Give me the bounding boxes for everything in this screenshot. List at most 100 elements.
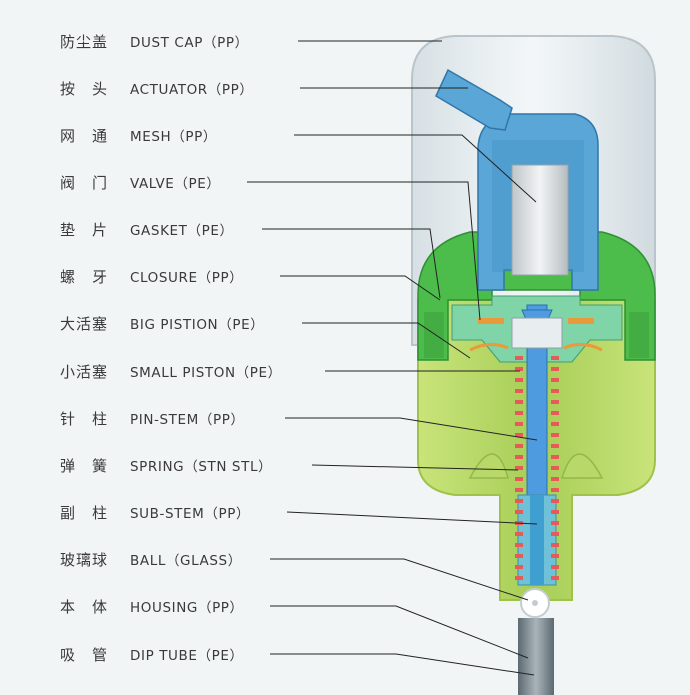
label-cn: 弹 簧: [60, 456, 109, 475]
label-cn: 副 柱: [60, 503, 109, 522]
spring-coil: [515, 488, 523, 492]
leader-dip-tube: [270, 653, 535, 676]
label-en: PIN-STEM（PP）: [130, 412, 245, 428]
leader-sub-stem: [286, 511, 538, 525]
spring-coil: [515, 444, 523, 448]
spring-coil: [551, 499, 559, 503]
label-en: GASKET（PE）: [130, 223, 234, 239]
label-en: VALVE（PE）: [130, 176, 221, 192]
label-en: ACTUATOR（PP）: [130, 82, 254, 98]
spring-coil: [551, 400, 559, 404]
label-cn: 针 柱: [60, 409, 109, 428]
spring-coil: [515, 367, 523, 371]
leader-ball: [270, 558, 529, 601]
label-cn: 小活塞: [60, 362, 109, 381]
spring-coil: [551, 455, 559, 459]
spring-coil: [515, 411, 523, 415]
label-en: CLOSURE（PP）: [130, 270, 244, 286]
ball-center: [532, 600, 538, 606]
spring-coil: [515, 389, 523, 393]
spring-coil: [515, 356, 523, 360]
spring-coil: [515, 466, 523, 470]
leader-spring: [311, 464, 519, 471]
spring-coil: [515, 576, 523, 580]
label-pin-stem: 针 柱 PIN-STEM（PP）: [60, 407, 245, 429]
label-closure: 螺 牙 CLOSURE（PP）: [60, 265, 243, 287]
label-en: DUST CAP（PP）: [130, 35, 249, 51]
spring-coil: [551, 543, 559, 547]
label-valve: 阀 门 VALVE（PE）: [60, 171, 220, 193]
spring-coil: [551, 466, 559, 470]
leader-pin-stem: [285, 417, 538, 441]
spring-coil: [515, 433, 523, 437]
spring-coil: [515, 554, 523, 558]
label-sub-stem: 副 柱 SUB-STEM（PP）: [60, 501, 250, 523]
label-en: MESH（PP）: [130, 129, 217, 145]
label-dip-tube: 吸 管 DIP TUBE（PE）: [60, 643, 244, 665]
spring-coil: [551, 477, 559, 481]
label-en: SUB-STEM（PP）: [130, 506, 251, 522]
label-en: DIP TUBE（PE）: [130, 648, 244, 664]
spring-coil: [515, 543, 523, 547]
housing-lobe-right: [560, 453, 604, 479]
spring-coil: [515, 422, 523, 426]
label-cn: 吸 管: [60, 645, 109, 664]
label-ball: 玻璃球 BALL（GLASS）: [60, 548, 242, 570]
label-actuator: 按 头 ACTUATOR（PP）: [60, 77, 253, 99]
leader-closure: [280, 275, 441, 301]
leader-housing: [270, 605, 529, 659]
gasket-left: [478, 318, 504, 324]
leader-big-piston: [302, 322, 471, 359]
spring-coil: [515, 378, 523, 382]
spring-coil: [551, 389, 559, 393]
housing-lobe-left: [468, 453, 509, 479]
spring-coil: [551, 576, 559, 580]
label-cn: 阀 门: [60, 173, 109, 192]
label-small-piston: 小活塞 SMALL PISTON（PE）: [60, 360, 282, 382]
valve-left: [469, 343, 509, 352]
spring-coil: [515, 455, 523, 459]
actuator-nozzle: [435, 68, 513, 131]
leader-gasket: [262, 228, 441, 299]
spring-coil: [551, 411, 559, 415]
closure-thread-right: [629, 312, 649, 358]
spring-coil: [515, 532, 523, 536]
spring-coil: [551, 378, 559, 382]
valve-right: [563, 343, 603, 352]
spring-coil: [551, 433, 559, 437]
spring-coil: [551, 554, 559, 558]
label-en: BALL（GLASS）: [130, 553, 242, 569]
leader-mesh: [294, 134, 537, 203]
label-spring: 弹 簧 SPRING（STN STL）: [60, 454, 272, 476]
spring-coil: [515, 565, 523, 569]
spring-coil: [551, 356, 559, 360]
label-housing: 本 体 HOUSING（PP）: [60, 595, 244, 617]
spring-coil: [551, 565, 559, 569]
spring-coil: [515, 400, 523, 404]
label-cn: 按 头: [60, 79, 109, 98]
spring-coil: [515, 499, 523, 503]
gasket-right: [568, 318, 594, 324]
label-dust-cap: 防尘盖 DUST CAP（PP）: [60, 30, 249, 52]
spring-coil: [551, 488, 559, 492]
label-gasket: 垫 片 GASKET（PE）: [60, 218, 234, 240]
sub-stem-core: [530, 495, 544, 585]
label-en: SMALL PISTON（PE）: [130, 365, 282, 381]
label-cn: 玻璃球: [60, 550, 109, 569]
label-mesh: 网 通 MESH（PP）: [60, 124, 217, 146]
spring-coil: [551, 521, 559, 525]
spring-coil: [551, 422, 559, 426]
spring-coil: [551, 510, 559, 514]
label-cn: 大活塞: [60, 314, 109, 333]
spring-coil: [551, 367, 559, 371]
label-big-piston: 大活塞 BIG PISTION（PE）: [60, 312, 264, 334]
label-en: SPRING（STN STL）: [130, 459, 273, 475]
spring-coil: [515, 477, 523, 481]
spring-coil: [551, 532, 559, 536]
label-cn: 防尘盖: [60, 32, 109, 51]
label-cn: 垫 片: [60, 220, 109, 239]
label-en: HOUSING（PP）: [130, 600, 244, 616]
label-en: BIG PISTION（PE）: [130, 317, 265, 333]
